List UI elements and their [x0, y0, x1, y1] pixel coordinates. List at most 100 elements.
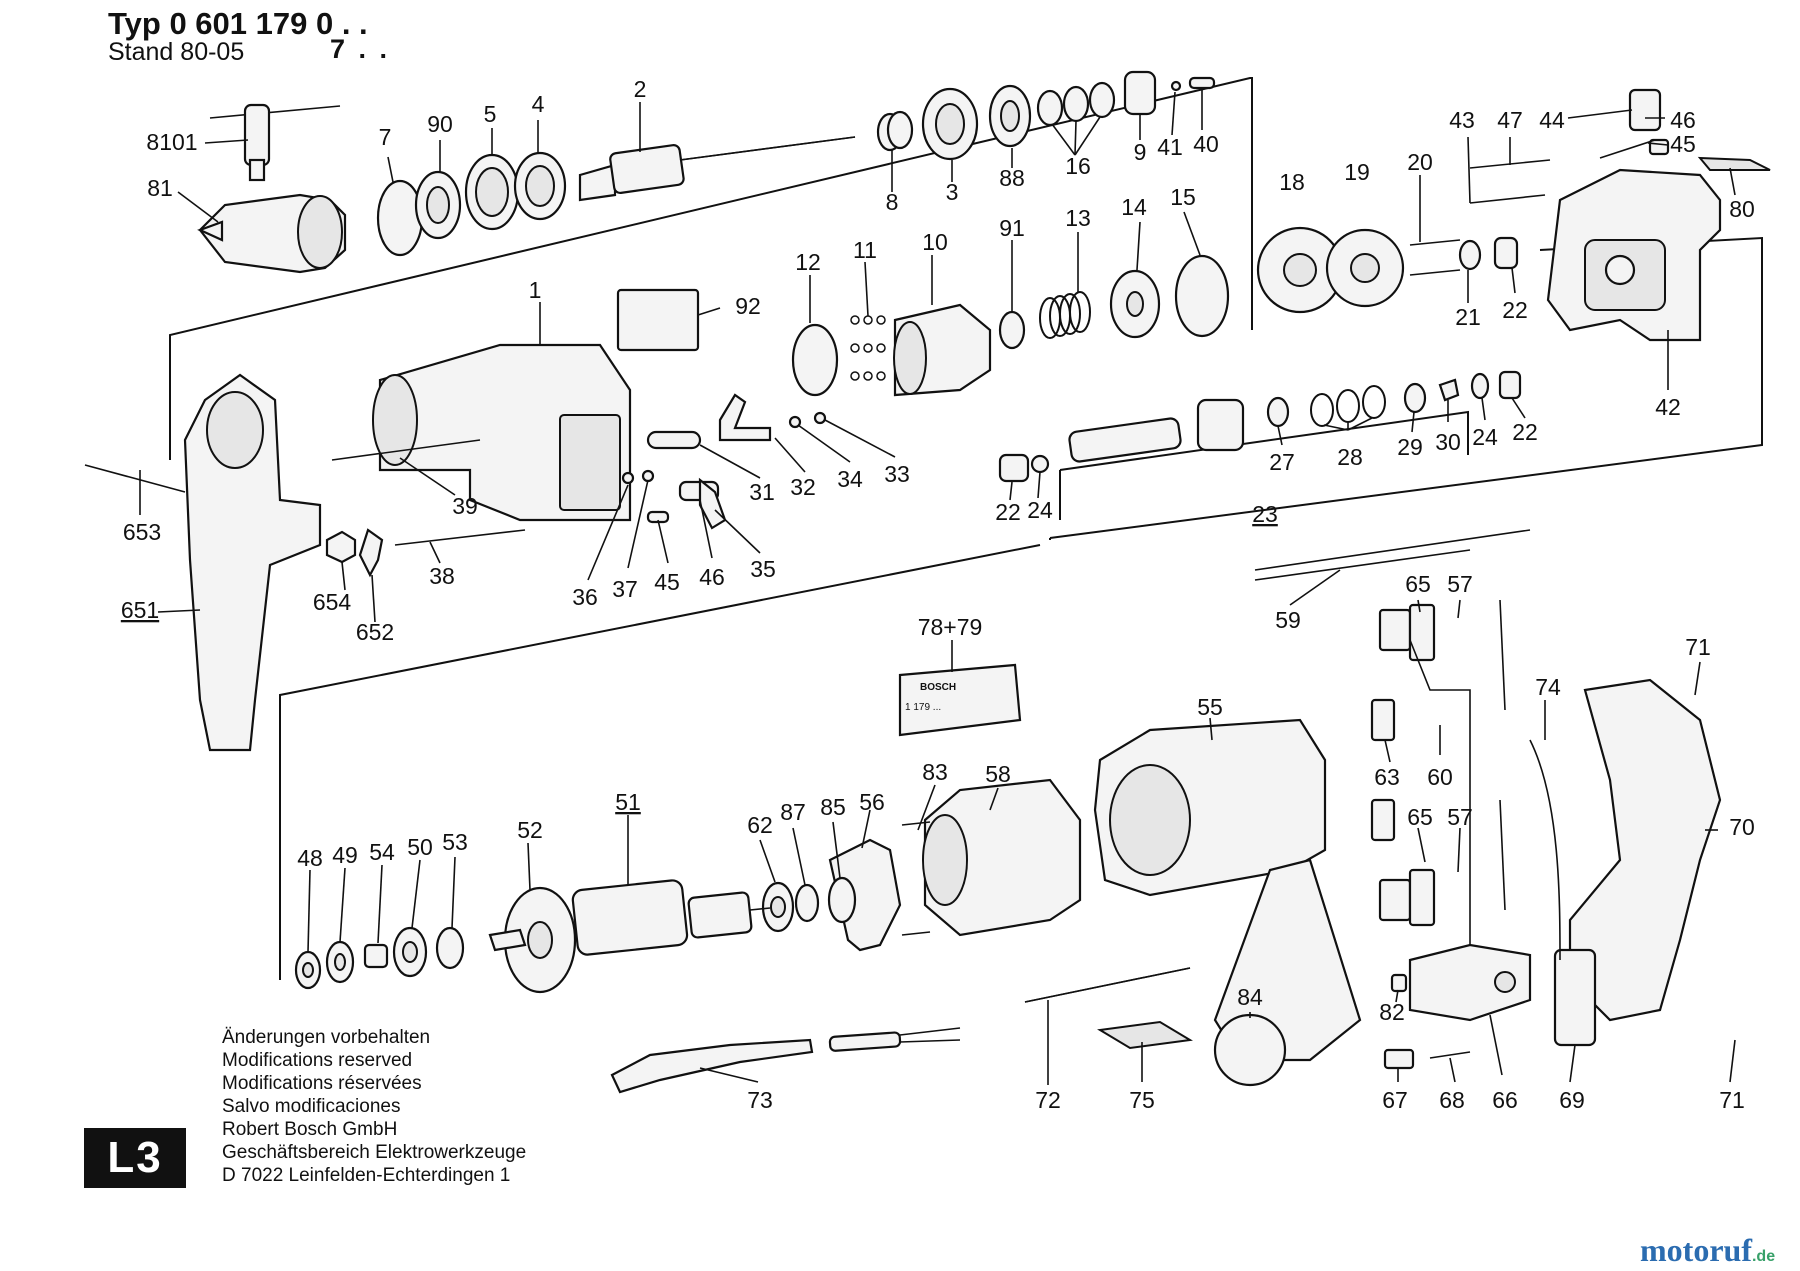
part-label: 40: [1193, 131, 1219, 157]
part-label: 14: [1121, 194, 1147, 220]
part-label: 652: [356, 619, 394, 645]
part-label: 54: [369, 839, 395, 865]
part-label: 15: [1170, 184, 1196, 210]
company-line: D 7022 Leinfelden-Echterdingen 1: [222, 1165, 511, 1186]
part-number-labels: 8101 81 7 90 5 4 2 8 3 88 16 9 41 40 43 …: [121, 76, 1755, 1113]
part-label: 83: [922, 759, 948, 785]
type-label-word: Typ: [108, 6, 161, 41]
part-label: 42: [1655, 394, 1681, 420]
part-label: 45: [1670, 131, 1696, 157]
part-label: 12: [795, 249, 821, 275]
company-line: Geschäftsbereich Elektrowerkzeuge: [222, 1142, 527, 1163]
part-label: 28: [1337, 444, 1363, 470]
part-label: 59: [1275, 607, 1301, 633]
part-label: 10: [922, 229, 948, 255]
part-label: 22: [995, 499, 1021, 525]
part-label: 68: [1439, 1087, 1465, 1113]
part-label: 23: [1252, 501, 1278, 527]
part-label: 1: [529, 277, 542, 303]
part-label: 29: [1397, 434, 1423, 460]
part-label: 70: [1729, 814, 1755, 840]
part-label: 44: [1539, 107, 1565, 133]
part-label: 18: [1279, 169, 1305, 195]
part-label: 57: [1447, 571, 1473, 597]
part-label: 84: [1237, 984, 1263, 1010]
part-label: 92: [735, 293, 761, 319]
part-label: 46: [1670, 107, 1696, 133]
part-label: 55: [1197, 694, 1223, 720]
part-label: 85: [820, 794, 846, 820]
part-label: 21: [1455, 304, 1481, 330]
part-label: 34: [837, 466, 863, 492]
plate-number-text: 1 179 ...: [905, 702, 941, 713]
company-address: Robert Bosch GmbH Geschäftsbereich Elekt…: [222, 1118, 526, 1187]
part-label: 8101: [146, 129, 197, 155]
part-label: 49: [332, 842, 358, 868]
part-label: 43: [1449, 107, 1475, 133]
modifications-note: Änderungen vorbehalten Modifications res…: [222, 1026, 430, 1118]
type-number: 0 601 179 0 . .: [169, 6, 368, 41]
watermark-domain: .de: [1751, 1248, 1776, 1265]
part-label: 33: [884, 461, 910, 487]
part-label: 39: [452, 493, 478, 519]
watermark-text: motoruf: [1640, 1232, 1752, 1268]
part-label: 2: [634, 76, 647, 102]
part-label: 58: [985, 761, 1011, 787]
part-label: 65: [1407, 804, 1433, 830]
part-label: 53: [442, 829, 468, 855]
part-label: 91: [999, 215, 1025, 241]
modifications-line: Salvo modificaciones: [222, 1096, 401, 1117]
part-label: 31: [749, 479, 775, 505]
part-label: 60: [1427, 764, 1453, 790]
part-label: 4: [532, 91, 545, 117]
page-code-badge: L3: [84, 1128, 186, 1188]
part-label: 22: [1502, 297, 1528, 323]
modifications-line: Modifications reserved: [222, 1050, 413, 1071]
part-label: 75: [1129, 1087, 1155, 1113]
part-label: 69: [1559, 1087, 1585, 1113]
part-label: 38: [429, 563, 455, 589]
part-label: 45: [654, 569, 680, 595]
part-label: 56: [859, 789, 885, 815]
stand-label: Stand 80-05: [108, 38, 244, 67]
part-label: 9: [1134, 139, 1147, 165]
part-label: 20: [1407, 149, 1433, 175]
company-line: Robert Bosch GmbH: [222, 1119, 398, 1140]
part-label: 16: [1065, 153, 1091, 179]
part-label: 71: [1719, 1087, 1745, 1113]
part-label: 81: [147, 175, 173, 201]
part-label: 651: [121, 597, 159, 623]
type-label: Typ 0 601 179 0 . .: [108, 6, 368, 42]
stand-suffix: 7 . .: [330, 34, 391, 64]
part-label: 654: [313, 589, 352, 615]
part-label: 87: [780, 799, 806, 825]
part-label: 8: [886, 189, 899, 215]
part-label: 3: [946, 179, 959, 205]
leader-lines: [139, 90, 1736, 1085]
part-label: 27: [1269, 449, 1295, 475]
part-label: 24: [1027, 497, 1053, 523]
part-label: 80: [1729, 196, 1755, 222]
part-drawings: [84, 70, 1771, 1094]
stand-label-word: Stand: [108, 38, 174, 66]
part-label: 37: [612, 576, 638, 602]
brand-plate-text: BOSCH: [920, 682, 956, 693]
part-label: 71: [1685, 634, 1711, 660]
part-label: 30: [1435, 429, 1461, 455]
part-label: 48: [297, 845, 323, 871]
part-label: 41: [1157, 134, 1183, 160]
part-label: 88: [999, 165, 1025, 191]
watermark: motoruf.de: [1640, 1232, 1775, 1269]
part-label: 72: [1035, 1087, 1061, 1113]
part-label: 67: [1382, 1087, 1408, 1113]
part-label: 52: [517, 817, 543, 843]
part-label: 82: [1379, 999, 1405, 1025]
part-label: 13: [1065, 205, 1091, 231]
stand-value: 80-05: [180, 38, 245, 66]
part-label: 11: [853, 237, 877, 263]
part-label: 78+79: [918, 614, 983, 640]
part-label: 35: [750, 556, 776, 582]
part-label: 57: [1447, 804, 1473, 830]
part-label: 63: [1374, 764, 1400, 790]
